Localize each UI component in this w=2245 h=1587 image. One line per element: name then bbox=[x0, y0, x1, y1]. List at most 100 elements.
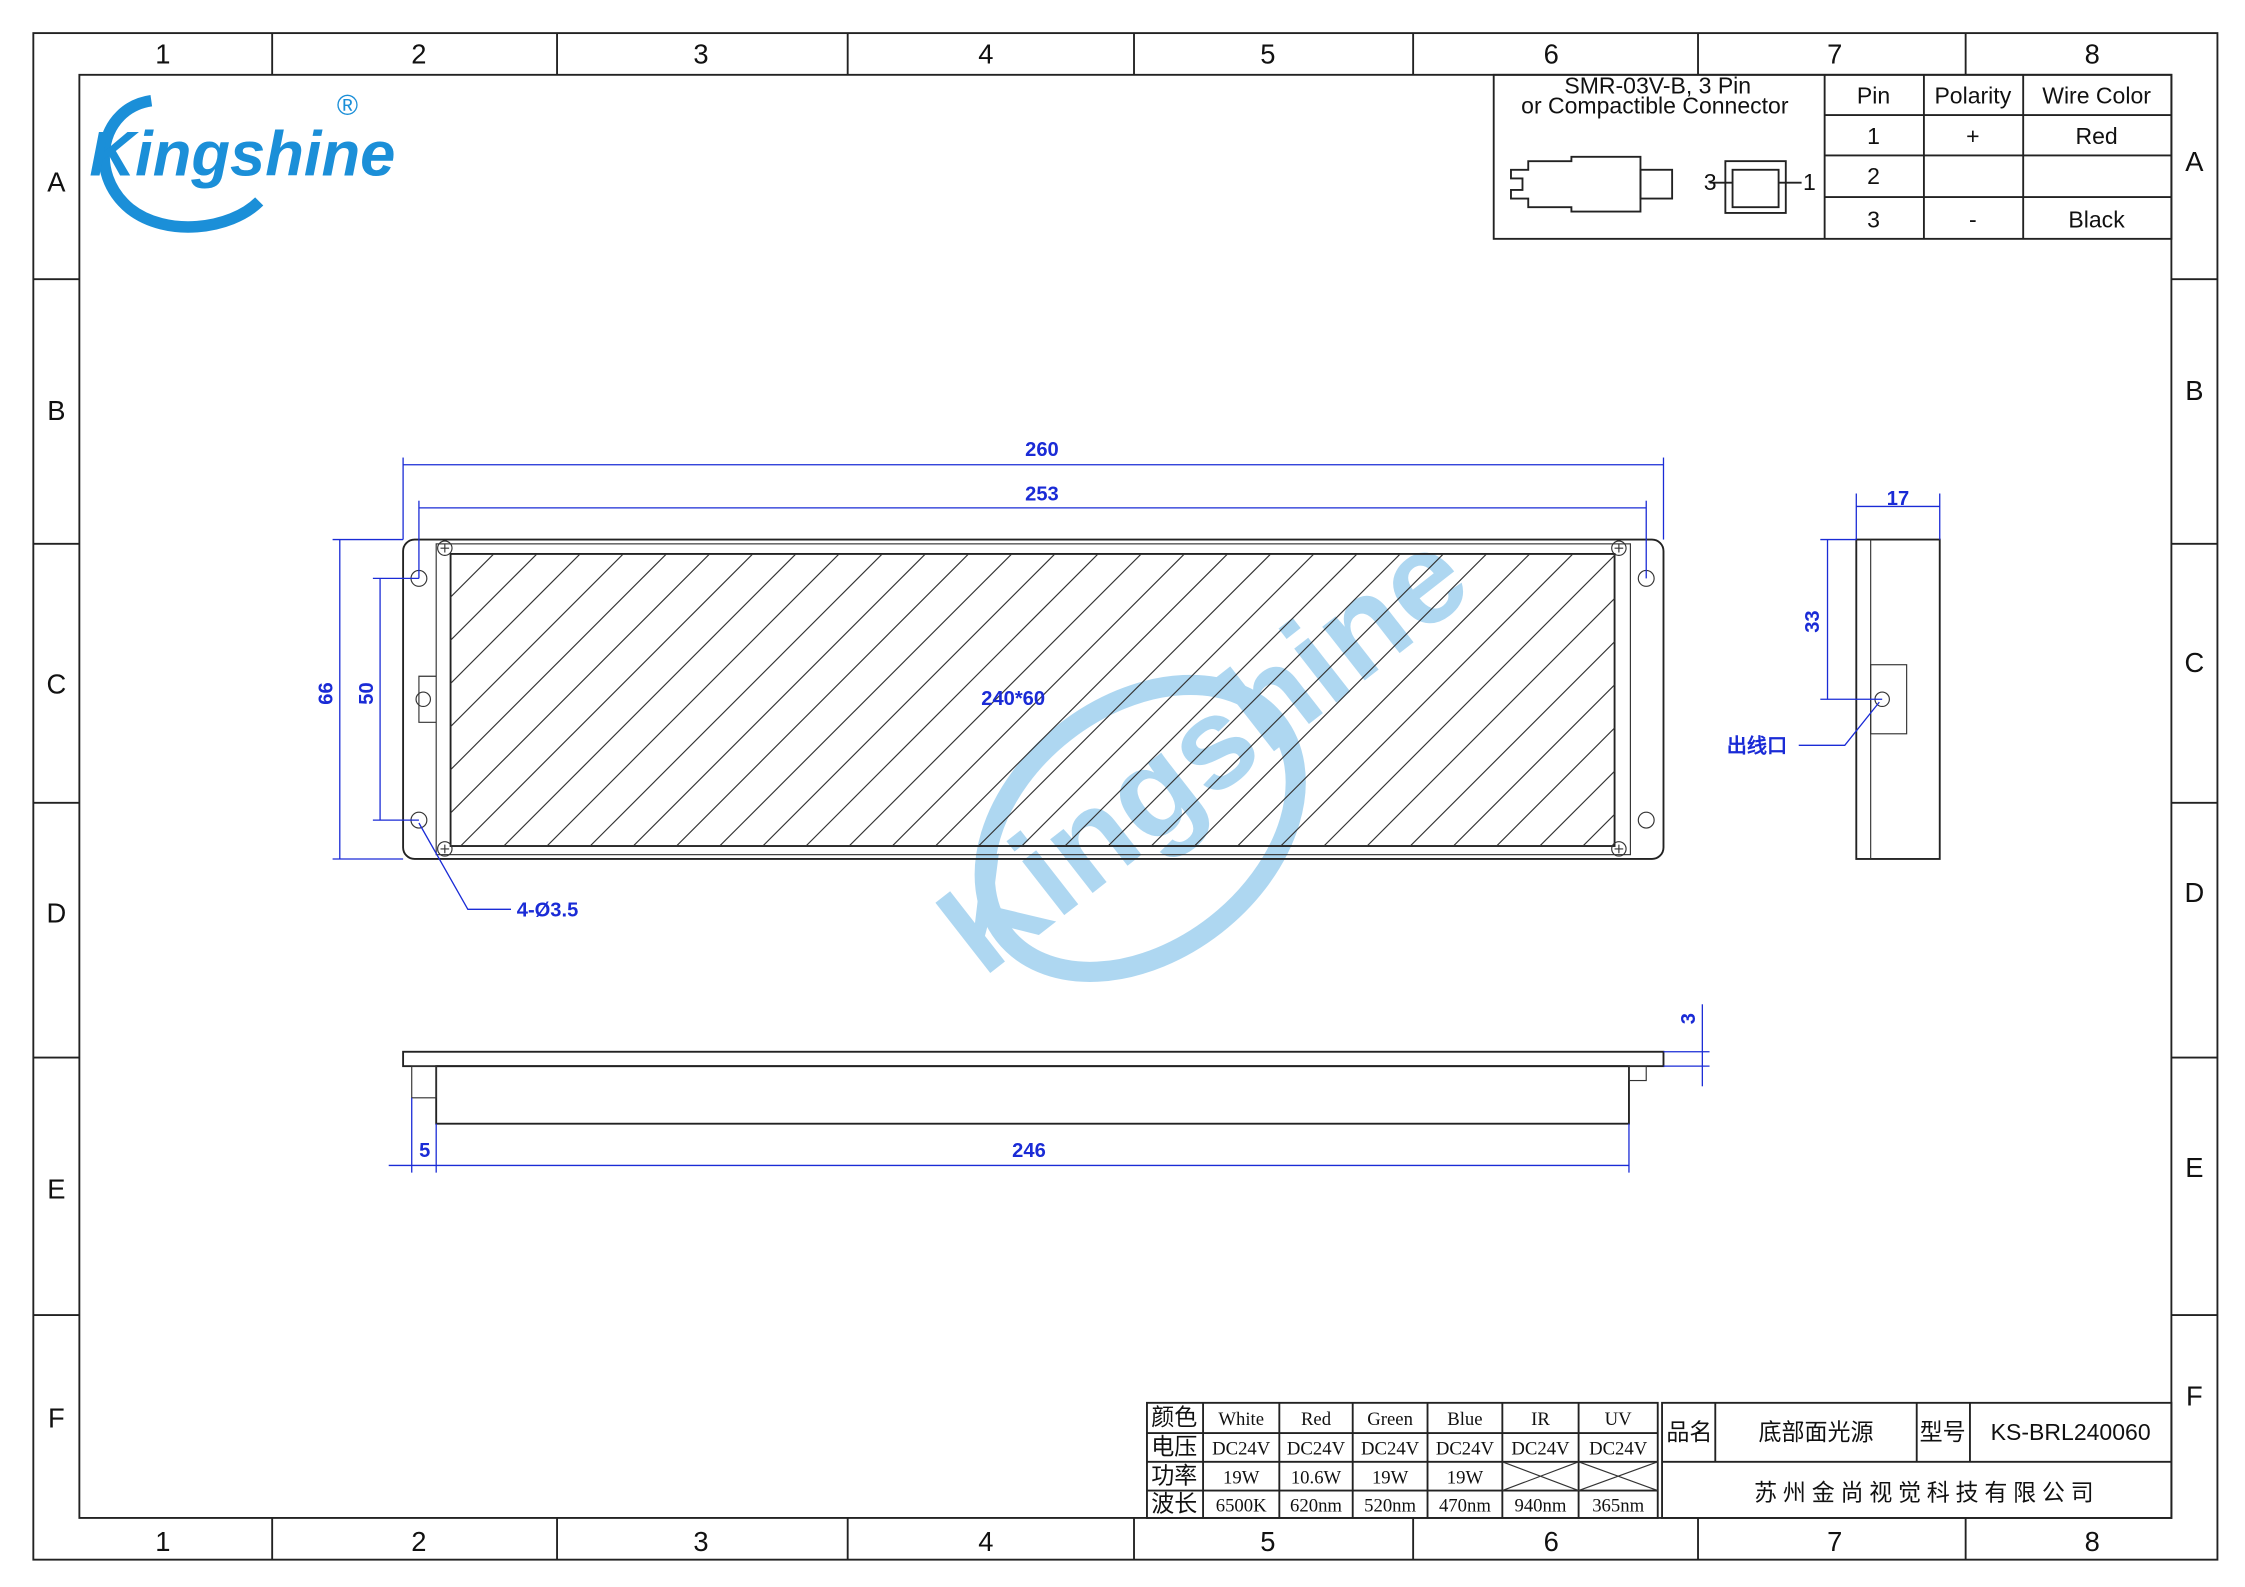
zone-row-label: F bbox=[2186, 1381, 2203, 1412]
side-view: 17 33 出线口 bbox=[1727, 488, 1941, 860]
spec-row-label: 电压 bbox=[1151, 1435, 1197, 1461]
dim-66: 66 bbox=[316, 682, 338, 704]
spec-cell-voltage: DC24V bbox=[1361, 1439, 1420, 1460]
connector-header: Polarity bbox=[1934, 83, 2011, 109]
spec-cell-voltage: DC24V bbox=[1511, 1439, 1570, 1460]
connector-subtitle: or Compactible Connector bbox=[1521, 93, 1789, 119]
bottom-view: 3 5 246 bbox=[388, 1004, 1710, 1173]
zone-column-label: 1 bbox=[155, 38, 170, 69]
zone-column-label: 3 bbox=[693, 38, 708, 69]
spec-cell-colors: IR bbox=[1531, 1409, 1550, 1430]
zone-row-label: C bbox=[2185, 647, 2205, 678]
kingshine-logo: Kingshine ® bbox=[89, 90, 395, 233]
spec-cell-power: 19W bbox=[1223, 1467, 1260, 1488]
spec-cell-wavelength: 365nm bbox=[1592, 1495, 1644, 1516]
connector-cell-pin: 2 bbox=[1867, 163, 1880, 189]
zone-column-label: 4 bbox=[978, 1526, 993, 1557]
screw-icon bbox=[1611, 540, 1627, 556]
outlet-label: 出线口 bbox=[1727, 733, 1787, 757]
connector-header: Pin bbox=[1857, 83, 1890, 109]
connector-side-icon bbox=[1510, 155, 1674, 213]
spec-cell-power: 19W bbox=[1447, 1467, 1484, 1488]
svg-text:®: ® bbox=[337, 90, 358, 122]
zone-column-label: 2 bbox=[411, 1526, 426, 1557]
zone-row-label: E bbox=[2185, 1152, 2203, 1183]
front-view: 240*60 bbox=[402, 538, 1665, 860]
connector-cell-pin: 3 bbox=[1867, 206, 1880, 232]
zone-column-label: 3 bbox=[693, 1526, 708, 1557]
spec-row-label: 颜色 bbox=[1151, 1405, 1197, 1431]
emitting-area-hatch bbox=[450, 553, 1615, 847]
dim-50: 50 bbox=[356, 682, 378, 704]
connector-title: SMR-03V-B, 3 Pin bbox=[1564, 73, 1751, 99]
zone-row-label: A bbox=[2185, 146, 2204, 177]
zone-column-label: 6 bbox=[1544, 38, 1559, 69]
not-applicable-cross bbox=[1502, 1461, 1579, 1492]
zone-column-label: 8 bbox=[2085, 1526, 2100, 1557]
spec-cell-power: 10.6W bbox=[1291, 1467, 1342, 1488]
mounting-hole-icon bbox=[1637, 811, 1655, 829]
zone-column-label: 7 bbox=[1827, 1526, 1842, 1557]
screw-icon bbox=[437, 540, 453, 556]
spec-cell-colors: Blue bbox=[1447, 1409, 1482, 1430]
spec-cell-wavelength: 470nm bbox=[1439, 1495, 1491, 1516]
screw-icon bbox=[415, 691, 432, 708]
connector-cell-pin: 1 bbox=[1867, 123, 1880, 149]
dim-holes: 4-Ø3.5 bbox=[517, 900, 579, 922]
spec-cell-colors: Red bbox=[1301, 1409, 1332, 1430]
model-label: 型号 bbox=[1920, 1420, 1966, 1446]
not-applicable-cross bbox=[1578, 1461, 1658, 1492]
inner-frame bbox=[78, 73, 2173, 1519]
spec-cell-wavelength: 940nm bbox=[1515, 1495, 1567, 1516]
spec-cell-power: 19W bbox=[1372, 1467, 1409, 1488]
dim-246: 246 bbox=[1012, 1140, 1046, 1162]
spec-cell-colors: Green bbox=[1367, 1409, 1413, 1430]
zone-row-label: B bbox=[47, 395, 65, 426]
title-block: 品名 底部面光源 型号 KS-BRL240060 苏州金尚视觉科技有限公司 bbox=[1661, 1401, 2173, 1519]
zone-column-label: 7 bbox=[1827, 38, 1842, 69]
dim-253: 253 bbox=[1025, 484, 1059, 506]
screw-icon bbox=[1611, 841, 1627, 857]
spec-cell-voltage: DC24V bbox=[1589, 1439, 1648, 1460]
zone-row-label: D bbox=[2185, 877, 2205, 908]
spec-table: 颜色 White Red Green Blue IR UV 电压 DC24V DC24V DC24V… bbox=[1146, 1401, 1659, 1519]
zone-column-label: 5 bbox=[1260, 1526, 1275, 1557]
zone-column-label: 8 bbox=[2085, 38, 2100, 69]
spec-cell-wavelength: 520nm bbox=[1364, 1495, 1416, 1516]
zone-column-label: 1 bbox=[155, 1526, 170, 1557]
dim-5: 5 bbox=[419, 1140, 430, 1162]
dim-17: 17 bbox=[1887, 488, 1909, 510]
connector-cell-color: Red bbox=[2075, 123, 2117, 149]
dim-3: 3 bbox=[1678, 1013, 1700, 1024]
spec-cell-colors: White bbox=[1218, 1409, 1264, 1430]
zone-row-label: B bbox=[2185, 375, 2203, 406]
connector-table: SMR-03V-B, 3 Pin or Compactible Connecto… bbox=[1492, 73, 2173, 240]
connector-header: Wire Color bbox=[2042, 83, 2151, 109]
pin-label-1: 1 bbox=[1803, 169, 1816, 195]
spec-cell-voltage: DC24V bbox=[1436, 1439, 1495, 1460]
company-name: 苏州金尚视觉科技有限公司 bbox=[1754, 1481, 2099, 1507]
spec-cell-wavelength: 620nm bbox=[1290, 1495, 1342, 1516]
name-label: 品名 bbox=[1666, 1420, 1712, 1446]
zone-column-label: 2 bbox=[411, 38, 426, 69]
zone-column-label: 4 bbox=[978, 38, 993, 69]
emitting-area-label: 240*60 bbox=[981, 688, 1045, 710]
connector-cell-color: Black bbox=[2068, 206, 2125, 232]
spec-cell-colors: UV bbox=[1605, 1409, 1632, 1430]
spec-cell-voltage: DC24V bbox=[1212, 1439, 1271, 1460]
dim-260: 260 bbox=[1025, 439, 1059, 461]
spec-row-label: 功率 bbox=[1151, 1463, 1197, 1489]
zone-row-label: C bbox=[46, 669, 66, 700]
spec-cell-wavelength: 6500K bbox=[1216, 1495, 1267, 1516]
pin-label-3: 3 bbox=[1704, 169, 1717, 195]
dim-33: 33 bbox=[1802, 610, 1824, 632]
spec-row-label: 波长 bbox=[1151, 1491, 1197, 1517]
zone-column-label: 6 bbox=[1544, 1526, 1559, 1557]
zone-row-label: A bbox=[47, 166, 66, 197]
model-number: KS-BRL240060 bbox=[1991, 1419, 2151, 1445]
front-dimensions: 260 253 66 50 4-Ø3.5 bbox=[316, 439, 1665, 922]
screw-icon bbox=[437, 841, 453, 857]
outer-frame bbox=[32, 32, 2219, 1561]
